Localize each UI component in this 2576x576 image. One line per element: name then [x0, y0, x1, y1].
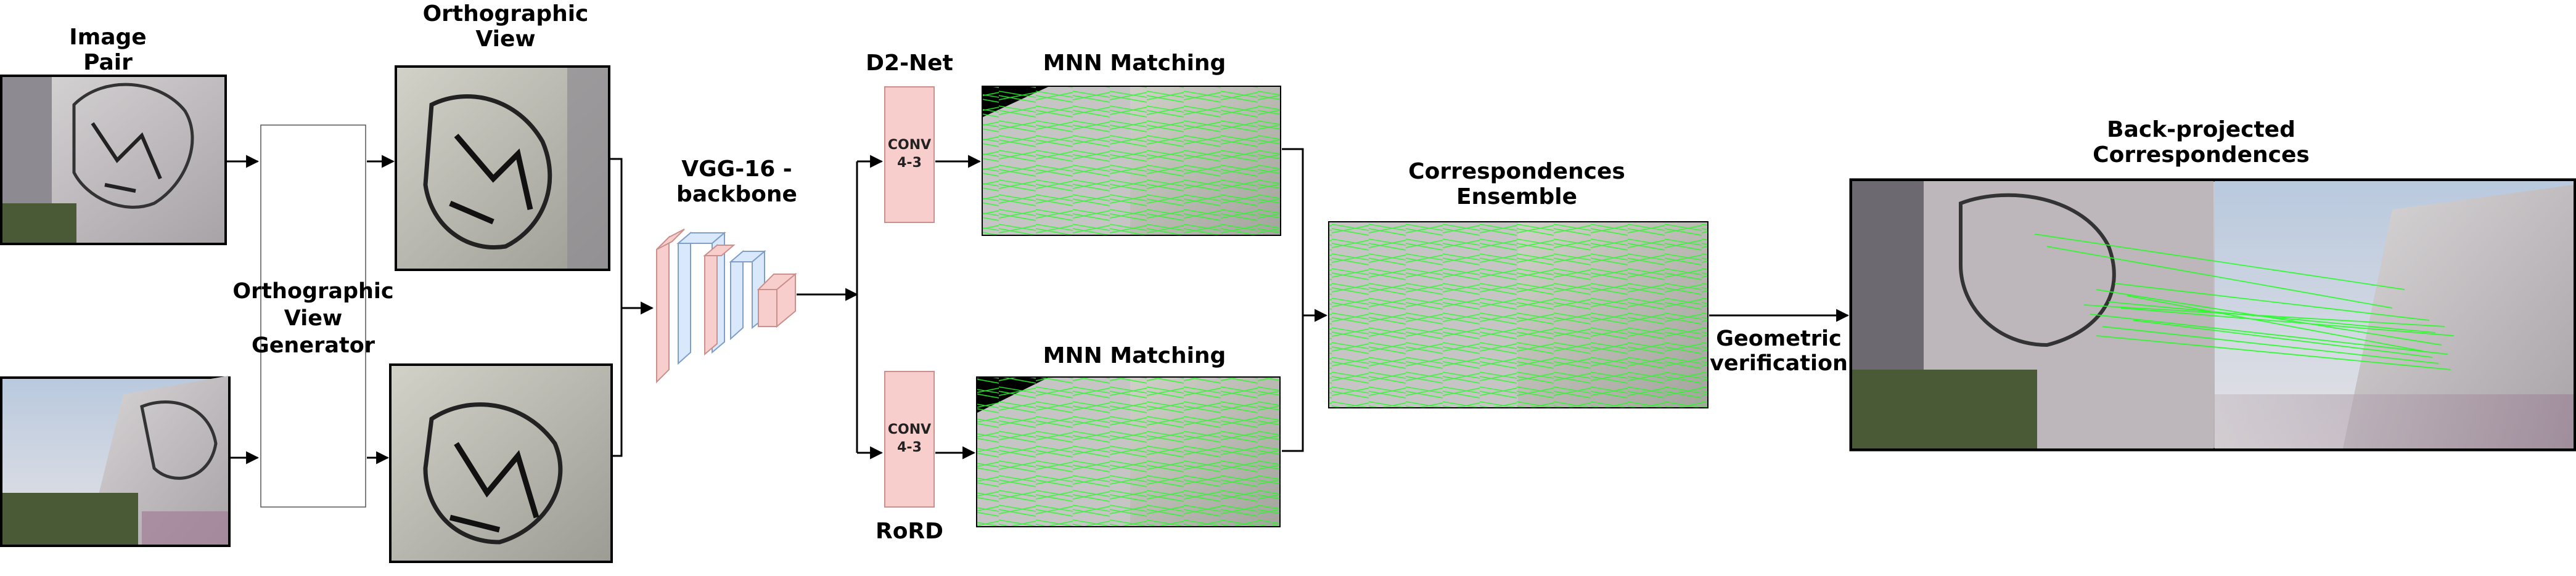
ortho-view-bottom: [389, 363, 613, 563]
conv-label: CONV: [887, 422, 932, 438]
mnn-matching-bottom-label: MNN Matching: [1043, 343, 1226, 368]
conv-layer-label: 4-3: [897, 155, 922, 171]
conv-label: CONV: [887, 137, 932, 153]
rord-label: RoRD: [875, 519, 944, 544]
d2net-label: D2-Net: [866, 51, 953, 76]
conv-layer-label: 4-3: [897, 440, 922, 455]
correspondences-ensemble-image: [1328, 221, 1708, 408]
vgg16-backbone-label: VGG-16 -backbone: [676, 156, 797, 208]
d2net-conv-block: CONV 4-3: [884, 86, 935, 223]
rord-conv-block: CONV 4-3: [884, 371, 935, 508]
mnn-matching-bottom-image: [976, 376, 1281, 527]
vgg16-backbone-blocks: [656, 229, 797, 384]
image-pair-top: [0, 75, 227, 245]
connectors: [227, 148, 1850, 464]
back-projected-image: [1849, 178, 2576, 452]
mnn-matching-top-label: MNN Matching: [1043, 51, 1226, 76]
ortho-view-top: [395, 65, 610, 271]
image-pair-bottom: [0, 376, 231, 547]
ortho-generator-box: [260, 124, 366, 508]
mnn-matching-top-image: [982, 86, 1281, 236]
